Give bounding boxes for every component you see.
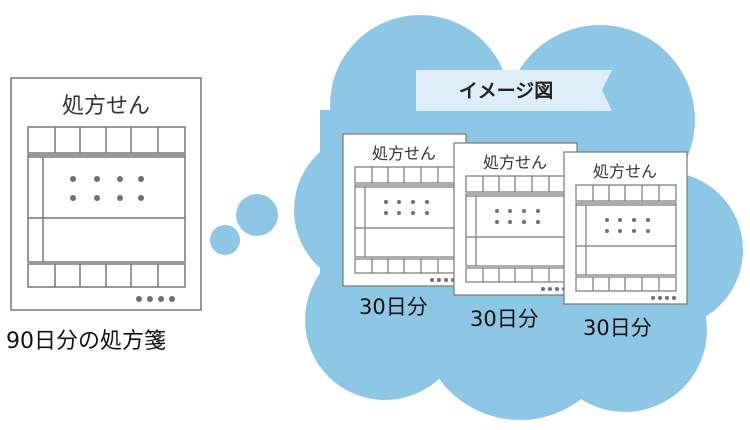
- small-prescription-caption: 30日分: [583, 316, 652, 340]
- banner-label: イメージ図: [459, 80, 554, 102]
- small-prescription-2: 処方せん: [453, 142, 578, 296]
- small-prescription-title: 処方せん: [593, 162, 657, 181]
- small-prescription-title: 処方せん: [372, 144, 436, 163]
- main-prescription-caption: 90日分の処方箋: [6, 329, 166, 354]
- small-prescription-title: 処方せん: [483, 153, 547, 172]
- small-prescription-caption: 30日分: [470, 307, 539, 331]
- main-prescription-title: 処方せん: [62, 94, 150, 119]
- small-prescription-3: 処方せん: [563, 151, 688, 305]
- image-banner: イメージ図: [416, 70, 612, 111]
- main-prescription: 処方せん: [10, 77, 202, 311]
- small-prescription-caption: 30日分: [359, 295, 428, 319]
- small-prescription-1: 処方せん: [342, 133, 467, 287]
